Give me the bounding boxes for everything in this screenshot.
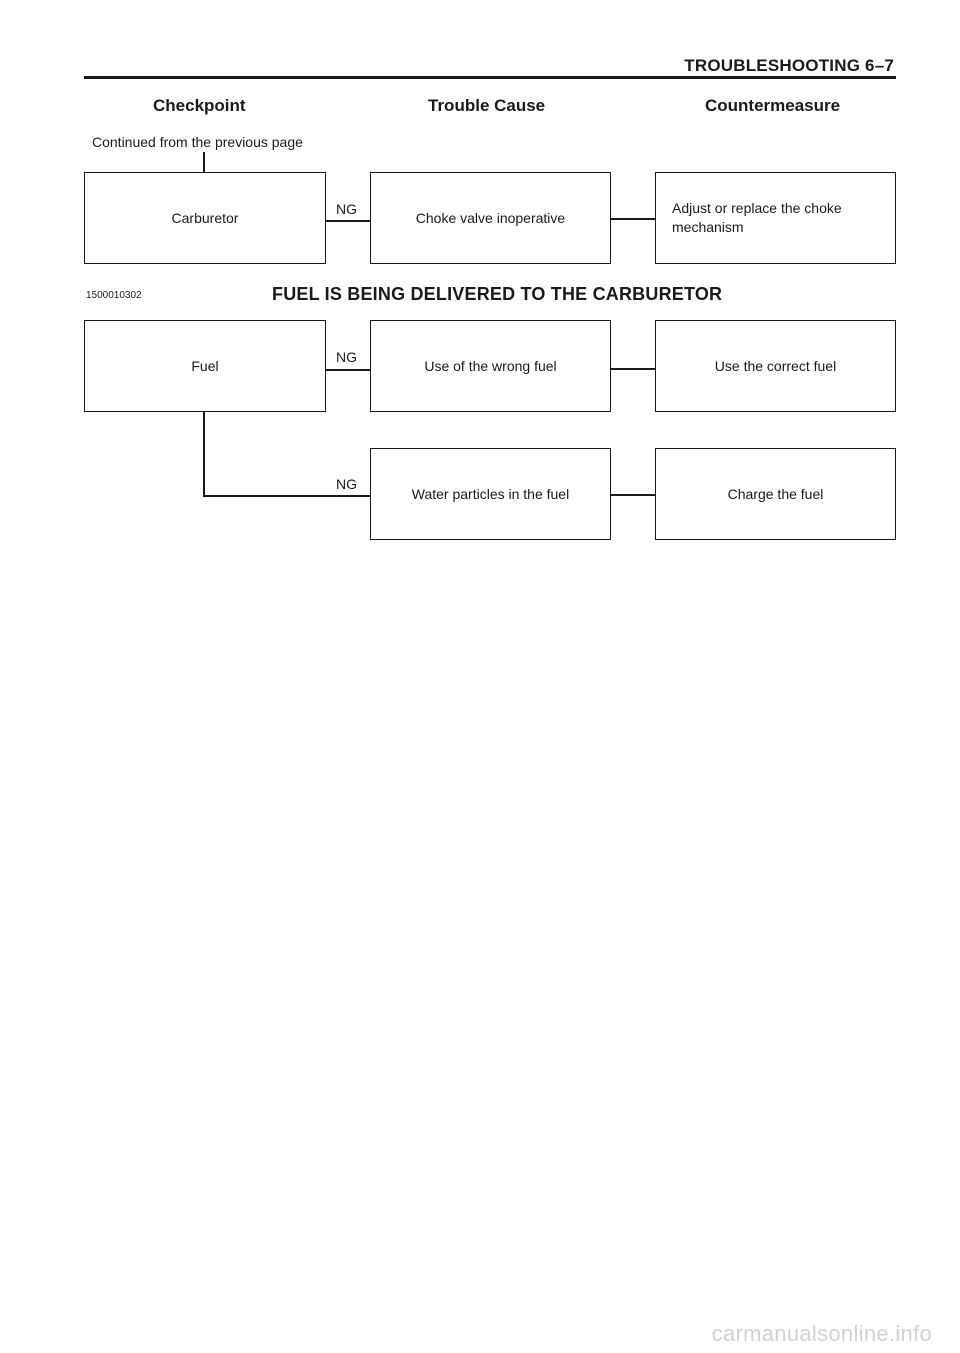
- cause-box-water-particles: Water particles in the fuel: [370, 448, 611, 540]
- checkpoint-box-carburetor: Carburetor: [84, 172, 326, 264]
- section-title: FUEL IS BEING DELIVERED TO THE CARBURETO…: [272, 284, 723, 304]
- continued-note: Continued from the previous page: [92, 134, 303, 150]
- connector-line: [326, 369, 370, 371]
- countermeasure-box-correct-fuel: Use the correct fuel: [655, 320, 896, 412]
- cause-label: Use of the wrong fuel: [424, 358, 557, 374]
- checkpoint-box-fuel: Fuel: [84, 320, 326, 412]
- checkpoint-label: Carburetor: [171, 210, 239, 226]
- watermark: carmanualsonline.info: [711, 1321, 932, 1346]
- branch-line: [203, 495, 370, 497]
- connector-line: [611, 218, 655, 220]
- ng-label: NG: [336, 201, 357, 217]
- countermeasure-label: Charge the fuel: [727, 486, 824, 502]
- countermeasure-box-choke: Adjust or replace the choke mechanism: [655, 172, 896, 264]
- header-rule: [84, 76, 896, 79]
- column-heading-countermeasure: Countermeasure: [705, 96, 841, 115]
- countermeasure-label: Use the correct fuel: [714, 358, 837, 374]
- ng-label: NG: [336, 349, 357, 365]
- page-header-title: TROUBLESHOOTING 6–7: [684, 56, 894, 75]
- ng-label: NG: [336, 476, 357, 492]
- checkpoint-label: Fuel: [191, 358, 219, 374]
- connector-line: [611, 368, 655, 370]
- cause-box-wrong-fuel: Use of the wrong fuel: [370, 320, 611, 412]
- cause-box-choke-valve: Choke valve inoperative: [370, 172, 611, 264]
- column-heading-checkpoint: Checkpoint: [153, 96, 246, 115]
- section-id: 1500010302: [86, 290, 142, 301]
- branch-line: [203, 412, 205, 496]
- countermeasure-label: Adjust or replace the choke mechanism: [672, 200, 842, 235]
- cause-label: Water particles in the fuel: [411, 486, 570, 502]
- cause-label: Choke valve inoperative: [415, 210, 566, 226]
- connector-line: [611, 494, 655, 496]
- countermeasure-box-charge-fuel: Charge the fuel: [655, 448, 896, 540]
- connector-line: [326, 220, 370, 222]
- connector-line: [203, 152, 205, 172]
- column-heading-trouble-cause: Trouble Cause: [428, 96, 546, 115]
